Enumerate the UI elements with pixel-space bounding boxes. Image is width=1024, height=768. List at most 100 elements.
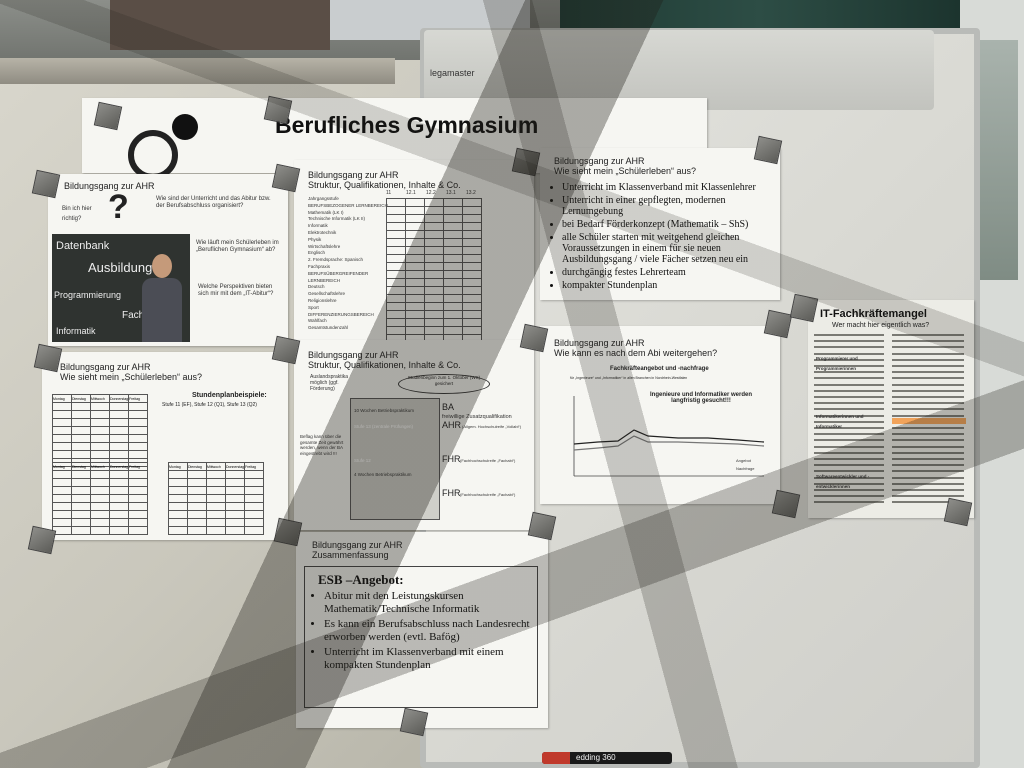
article-text-line: [814, 458, 884, 460]
table-cell: [443, 230, 463, 239]
table-cell: [244, 526, 265, 535]
day-header: Dienstag: [187, 462, 207, 471]
table-cell: [462, 214, 482, 223]
article-text-line: [814, 396, 884, 398]
table-cell: [443, 238, 463, 247]
sheet-summary: Bildungsgang zur AHR Zusammenfassung ESB…: [296, 532, 548, 728]
table-row: [386, 286, 482, 295]
board-brand: legamaster: [430, 68, 475, 78]
table-cell: [443, 270, 463, 279]
table-cell: [108, 410, 130, 419]
table-cell: [128, 418, 149, 427]
table-row-label: Wahlfach: [308, 318, 327, 324]
table-cell: [424, 262, 444, 271]
series-nachfrage: [573, 435, 765, 451]
table-cell: [405, 270, 425, 279]
sheet-header: Bildungsgang zur AHR: [308, 350, 399, 360]
table-cell: [108, 502, 130, 511]
table-cell: [71, 434, 91, 443]
table-row-label: Deutsch: [308, 284, 325, 290]
article-text-line: [892, 464, 964, 467]
day-header: Mittwoch: [206, 462, 226, 471]
table-cell: [52, 486, 72, 495]
table-row-label: Physik: [308, 236, 322, 242]
table-cell: [462, 198, 482, 207]
table-row: [386, 214, 482, 223]
table-cell: [206, 478, 226, 487]
table-row: [168, 518, 265, 527]
sheet-subheader: Wie sieht mein „Schülerleben“ aus?: [554, 166, 697, 176]
series-angebot: [573, 429, 765, 445]
table-cell: [244, 502, 265, 511]
table-cell: [108, 470, 130, 479]
table-cell: [424, 246, 444, 255]
table-cell: [443, 222, 463, 231]
article-text-line: [892, 402, 964, 405]
table-cell: [52, 450, 72, 459]
article-text-line: [892, 476, 964, 479]
chalk-word: Programmierung: [54, 290, 122, 300]
table-row: [52, 402, 149, 411]
table-cell: [108, 494, 130, 503]
article-text-line: [892, 439, 964, 442]
background-building: [110, 0, 330, 50]
table-row-label: Gesellschaftslehre: [308, 291, 346, 297]
table-cell: [405, 222, 425, 231]
day-header: Donnerstag: [108, 394, 130, 403]
table-row: [386, 222, 482, 231]
list-item: Unterricht im Klassenverband mit Klassen…: [562, 182, 780, 193]
table-row-label: BERUFSÜBERGREIFENDER LERNBEREICH: [308, 270, 369, 283]
table-cell: [424, 310, 444, 319]
table-cell: [71, 402, 91, 411]
table-cell: [405, 238, 425, 247]
table-row: [52, 434, 149, 443]
table-cell: [128, 526, 149, 535]
magnet: [519, 323, 549, 353]
article-text-line: [892, 414, 964, 417]
sheet-subheader: Wie sieht mein „Schülerleben“ aus?: [60, 372, 203, 382]
table-cell: [71, 510, 91, 519]
chalkboard-photo: Datenbank Ausbildung Programmierung Fach…: [52, 234, 190, 342]
article-text-line: [892, 470, 964, 473]
table-cell: [386, 326, 406, 335]
table-cell: [224, 526, 246, 535]
table-cell: [443, 302, 463, 311]
table-row: [52, 510, 149, 519]
table-cell: [71, 426, 91, 435]
table-cell: [386, 294, 406, 303]
table-col-head: 13.1: [446, 190, 456, 196]
magnet: [527, 511, 557, 541]
school-logo-dot: [172, 114, 198, 140]
day-header: Montag: [52, 462, 72, 471]
table-cell: [443, 286, 463, 295]
table-cell: [90, 434, 110, 443]
table-cell: [443, 214, 463, 223]
article-text-line: [892, 408, 964, 411]
table-row: [386, 254, 482, 263]
article-text-line: [814, 346, 884, 349]
table-cell: [128, 442, 149, 451]
internship-note: Auslandspraktika möglich (ggf. Förderung…: [310, 374, 349, 392]
legend-item: Angebot: [736, 458, 751, 463]
stage-label: Stufe 12: [354, 458, 371, 463]
magnet: [943, 497, 973, 527]
table-cell: [71, 526, 91, 535]
table-cell: [224, 502, 246, 511]
table-cell: [187, 470, 207, 479]
table-cell: [386, 310, 406, 319]
magnet: [789, 293, 819, 323]
magnet: [399, 707, 429, 737]
table-cell: [244, 518, 265, 527]
table-row: [168, 478, 265, 487]
table-cell: [168, 478, 188, 487]
article-text-line: [892, 352, 964, 355]
table-cell: [52, 510, 72, 519]
article-highlight: [892, 418, 966, 424]
article-text-line: [892, 433, 964, 436]
table-row: [168, 486, 265, 495]
table-cell: [405, 246, 425, 255]
table-cell: [224, 494, 246, 503]
article-text-line: [892, 445, 964, 448]
list-item: bei Bedarf Förderkonzept (Mathematik – S…: [562, 219, 780, 230]
